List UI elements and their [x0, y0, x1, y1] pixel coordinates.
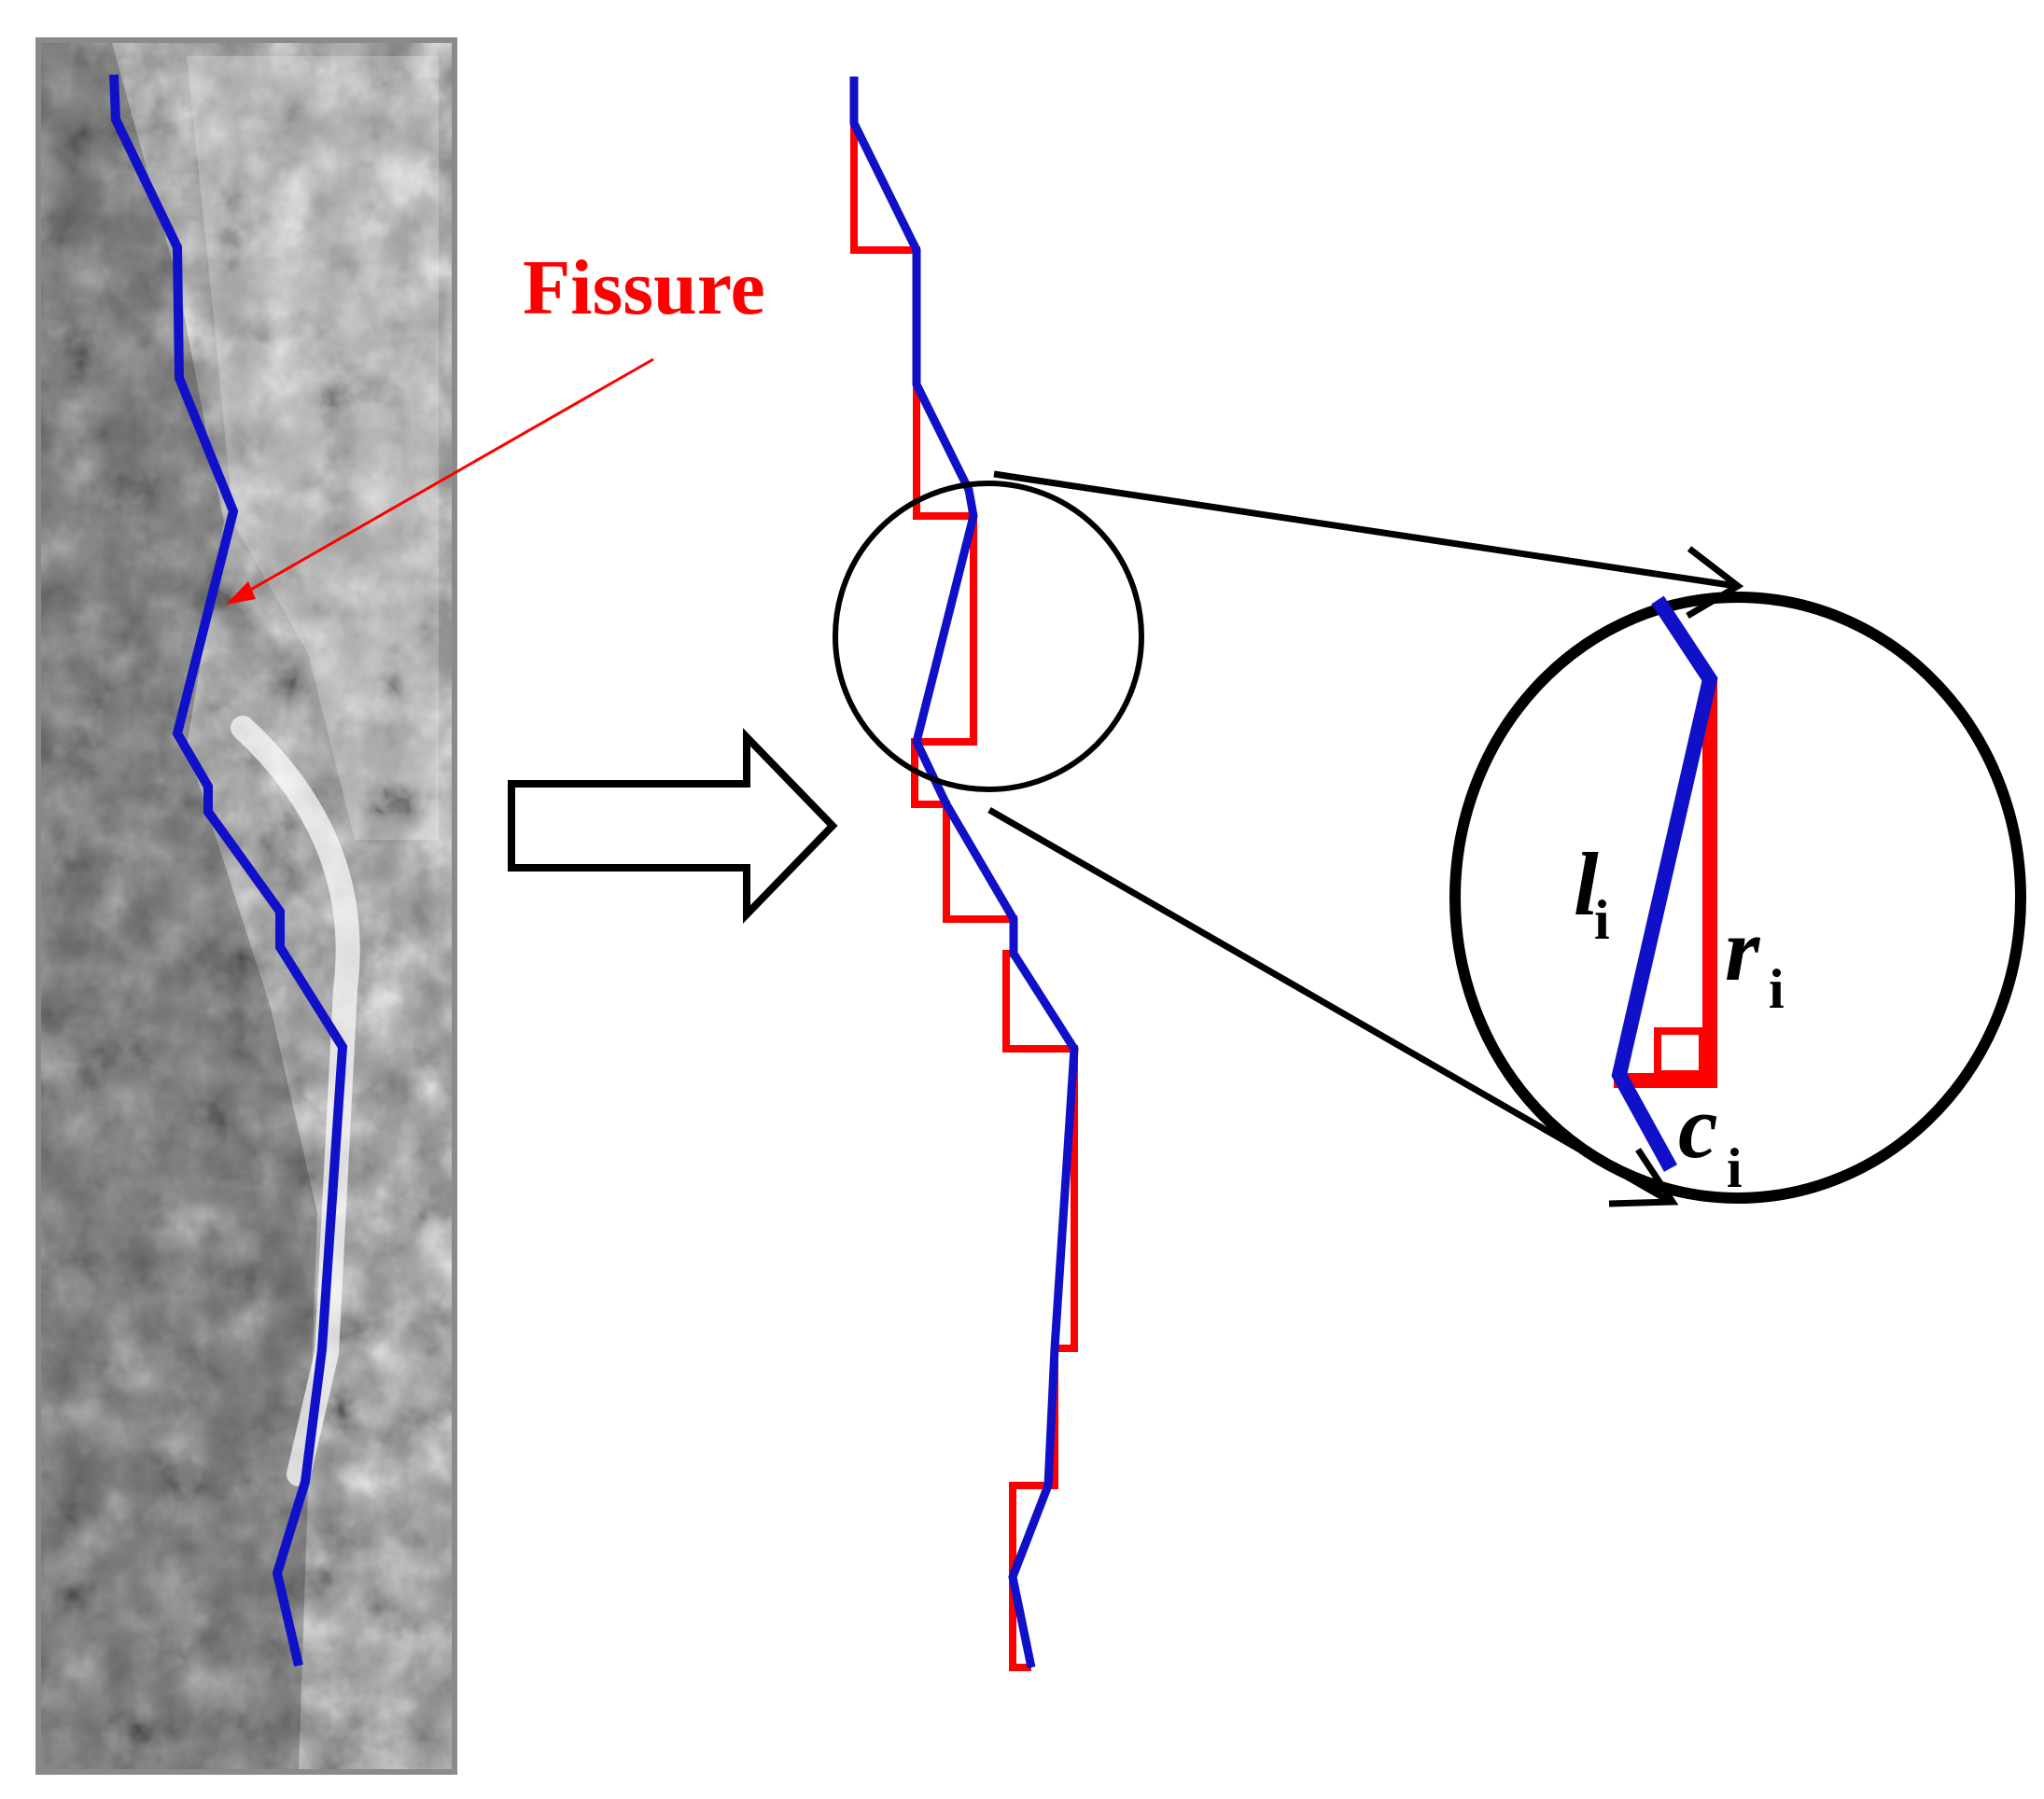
- fissure-pointer-arrowhead: [226, 581, 256, 605]
- fissure-photo-panel: [35, 37, 457, 1775]
- photo-bright-region: [187, 56, 439, 840]
- zoom-connectors: [987, 470, 1744, 1207]
- photo-texture: [41, 43, 452, 1769]
- label-l: l: [1574, 834, 1599, 934]
- magnified-detail: l i r i c i: [1449, 592, 2026, 1204]
- projection-r-c: [1614, 679, 1717, 1088]
- detail-fissure-trace: [1611, 595, 1718, 1172]
- label-r-sub: i: [1769, 958, 1785, 1020]
- photo-dark-region: [41, 43, 317, 1769]
- zoom-connector-top: [993, 470, 1737, 590]
- label-c-sub: i: [1727, 1137, 1743, 1199]
- label-c: c: [1678, 1077, 1718, 1177]
- projection-steps: [850, 123, 1078, 1671]
- zoom-connector-bottom-arrowhead: [1608, 1148, 1679, 1207]
- zoom-connector-bottom: [987, 806, 1673, 1206]
- selection-circle: [833, 481, 1144, 792]
- fissure-model: [849, 77, 1079, 1671]
- fissure-pointer-line: [240, 357, 654, 597]
- right-angle-marker: [1654, 1027, 1706, 1078]
- photo-fissure-trace: [109, 74, 348, 1667]
- label-l-sub: i: [1594, 889, 1610, 951]
- fissure-annotation: Fissure: [226, 244, 765, 605]
- label-r: r: [1725, 900, 1761, 999]
- magnified-circle: [1449, 592, 2026, 1204]
- model-fissure-trace: [849, 77, 1079, 1668]
- fissure-highlight: [231, 716, 360, 1486]
- fissure-label: Fissure: [523, 244, 765, 331]
- zoom-connector-top-arrowhead: [1686, 546, 1744, 620]
- transform-arrow: [508, 728, 838, 924]
